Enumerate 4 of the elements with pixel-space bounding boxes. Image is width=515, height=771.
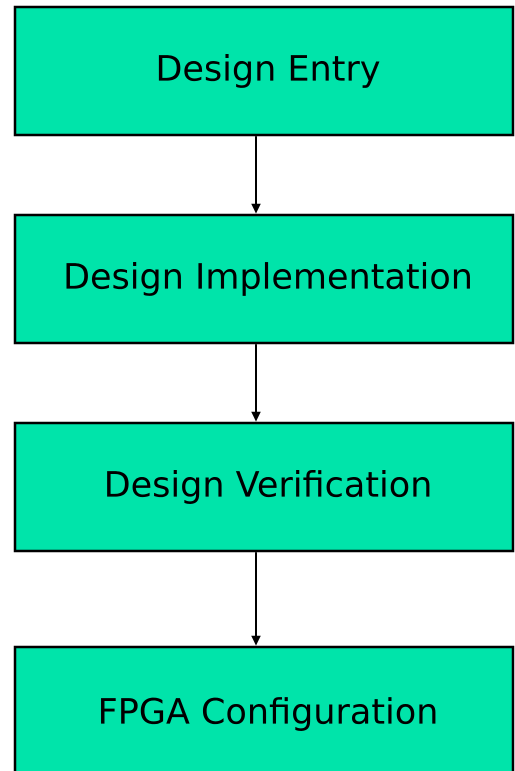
- process-box: FPGA Configuration: [14, 646, 514, 771]
- process-box: Design Entry: [14, 6, 514, 136]
- process-box: Design Verification: [14, 422, 514, 552]
- process-box: Design Implementation: [14, 214, 514, 344]
